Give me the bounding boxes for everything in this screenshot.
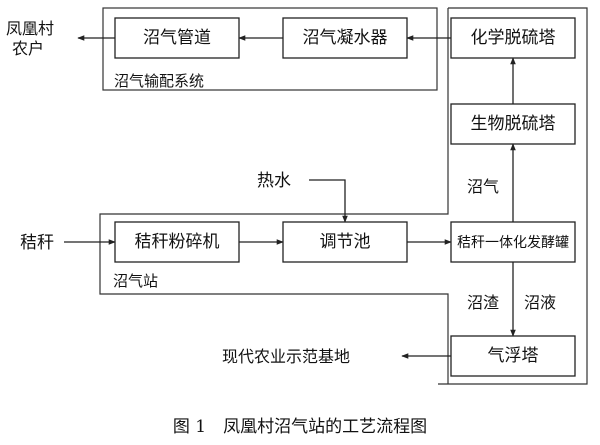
regulating-tank-label: 调节池 — [320, 232, 371, 252]
hot-water-to-tank-arrow — [309, 179, 348, 223]
regulating-tank-box — [282, 221, 408, 263]
integrated-fermentation-tank-label: 秸秆一体化发酵罐 — [457, 235, 569, 251]
farmers-label-line-1: 凤凰村 — [6, 19, 54, 38]
figure-caption: 图 1 凤凰村沼气站的工艺流程图 — [173, 417, 427, 437]
chemical-desulfurization-tower-label: 化学脱硫塔 — [471, 28, 556, 48]
demo-base-label: 现代农业示范基地 — [222, 347, 350, 366]
distribution-system-label: 沼气输配系统 — [114, 72, 204, 90]
biogas-station-label: 沼气站 — [113, 272, 158, 290]
biogas-condenser-label: 沼气凝水器 — [303, 28, 388, 48]
biological-desulfurization-tower-label: 生物脱硫塔 — [471, 114, 556, 134]
distribution-system-region — [102, 7, 438, 91]
straw-input-label: 秸秆 — [20, 233, 54, 253]
biogas-station-region-right — [438, 7, 588, 385]
residue-flow-label: 沼渣 — [467, 293, 499, 312]
biogas-pipeline-label: 沼气管道 — [143, 28, 211, 48]
slurry-flow-label: 沼液 — [524, 293, 556, 312]
farmers-label-line-2: 农户 — [12, 39, 44, 58]
flotation-tower-label: 气浮塔 — [488, 346, 539, 366]
hot-water-label: 热水 — [257, 171, 291, 191]
integrated-fermentation-tank-box — [450, 221, 576, 263]
biogas-station-region-left — [99, 8, 449, 384]
farmers-label: 凤凰村 农户 — [6, 19, 59, 58]
biogas-flow-label: 沼气 — [467, 177, 499, 196]
chemical-desulfurization-tower-box — [450, 17, 576, 59]
straw-crusher-label: 秸秆粉碎机 — [135, 232, 220, 252]
biological-desulfurization-tower-box — [450, 103, 576, 145]
